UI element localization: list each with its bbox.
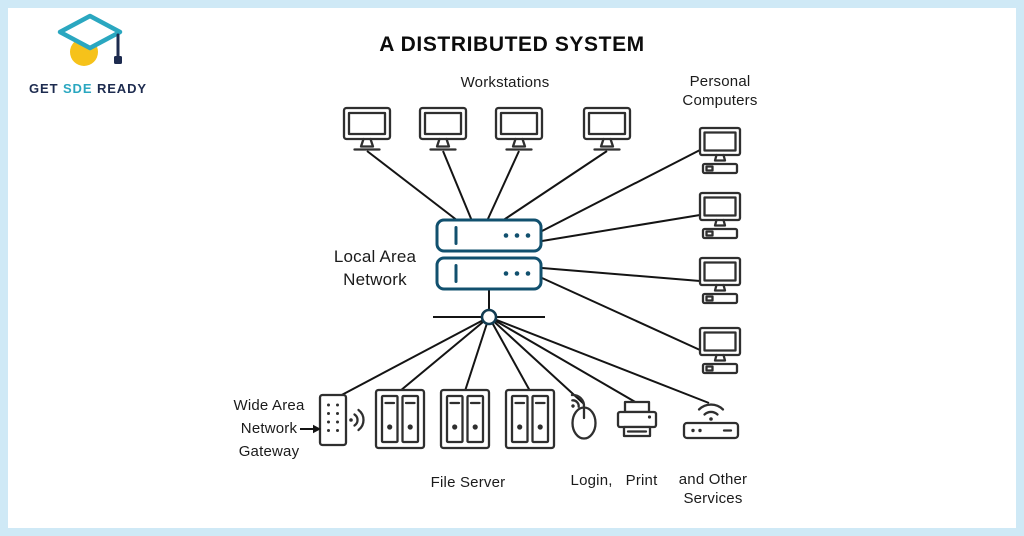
logo-wordmark: GET SDE READY	[22, 81, 154, 96]
other-services-label: and Other Services	[678, 471, 748, 507]
connection-line	[442, 150, 473, 222]
connection-line	[366, 150, 459, 222]
login-print-label: Login, Print	[556, 471, 672, 490]
personal-computer-icon	[698, 126, 742, 175]
connection-line	[501, 150, 608, 222]
hub-node-icon	[480, 308, 498, 326]
personal-computers-label: Personal Computers	[682, 73, 758, 109]
login-label: Login,	[570, 472, 613, 489]
personal-computer-icon	[698, 326, 742, 375]
personal-computer-icon	[698, 191, 742, 240]
connection-line	[335, 316, 490, 399]
connection-line	[541, 267, 701, 282]
workstation-icon	[582, 106, 632, 151]
connection-line	[541, 149, 701, 232]
file-server-icon	[374, 388, 426, 450]
wan-gateway-label: Wide Area Network Gateway	[233, 397, 305, 460]
workstation-icon	[494, 106, 544, 151]
file-server-label: File Server	[430, 474, 506, 491]
connection-line	[541, 277, 701, 351]
printer-icon	[616, 400, 658, 438]
connection-line	[464, 316, 490, 392]
connection-line	[541, 214, 701, 242]
connection-line	[488, 316, 531, 392]
page-title: A DISTRIBUTED SYSTEM	[379, 33, 645, 56]
connection-line	[399, 316, 490, 392]
logo-word-get: GET	[29, 81, 59, 96]
file-server-icon	[439, 388, 491, 450]
personal-computer-icon	[698, 256, 742, 305]
print-label: Print	[625, 472, 658, 489]
connection-lines	[335, 149, 710, 405]
connection-line	[486, 150, 520, 222]
logo-word-sde: SDE	[62, 81, 93, 96]
lan-label: Local Area Network	[333, 247, 417, 289]
mouse-icon	[564, 391, 597, 440]
connection-line	[488, 316, 585, 405]
logo-word-ready: READY	[96, 81, 147, 96]
workstation-icon	[342, 106, 392, 151]
router-icon	[682, 403, 740, 440]
connection-line	[488, 316, 710, 404]
connection-line	[488, 316, 638, 404]
lan-switch-icon	[435, 218, 543, 291]
file-server-icon	[504, 388, 556, 450]
workstations-label: Workstations	[460, 74, 550, 91]
logo-cap-icon	[57, 13, 123, 66]
wan-gateway-icon	[318, 393, 365, 447]
gateway-arrow	[300, 424, 321, 434]
workstation-icon	[418, 106, 468, 151]
